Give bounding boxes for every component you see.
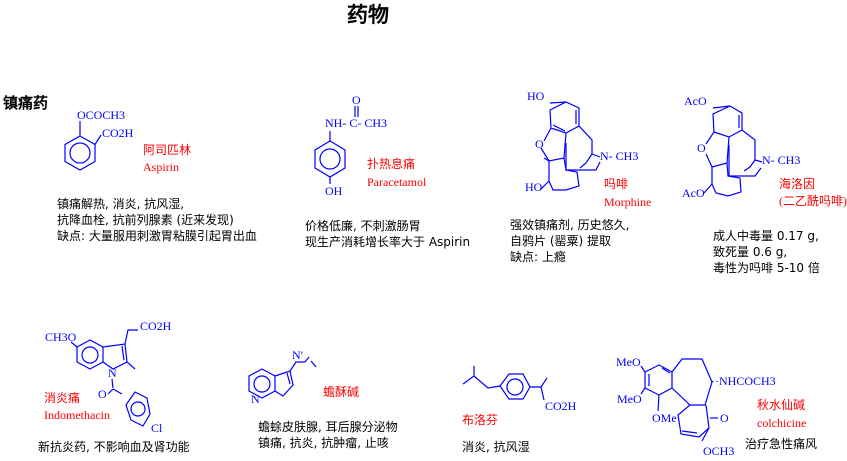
paracetamol-o-label: O (352, 93, 361, 107)
desc-line: 缺点: 大量服用刺激胃粘膜引起胃出血 (57, 229, 257, 243)
colchicine-amide-label: ··NHCOCH3 (711, 374, 776, 388)
indomethacin-structure (70, 329, 151, 427)
desc-line: 缺点: 上瘾 (510, 250, 566, 264)
desc-line: 致死量 0.6 g, (713, 245, 788, 259)
desc-line: 新抗炎药, 不影响血及肾功能 (38, 440, 190, 454)
aspirin-name-cn: 阿司匹林 (143, 143, 192, 157)
colchicine-meo2-label: MeO (617, 392, 642, 406)
aspirin-structure (64, 121, 102, 171)
heroin-aco-bottom-label: AcO (682, 186, 705, 200)
heroin-o-label: O (697, 141, 706, 155)
paracetamol-structure (314, 106, 359, 184)
indomethacin-n-label: N (108, 366, 117, 380)
colchicine-o-label: O (720, 411, 729, 425)
desc-line: 毒性为吗啡 5-10 倍 (713, 261, 820, 275)
paracetamol-description: 价格低廉, 不刺激肠胃 现生产消耗增长率大于 Aspirin (305, 218, 470, 250)
colchicine-och3-label: OCH3 (703, 444, 735, 458)
desc-line: 抗降血栓, 抗前列腺素 (近来发现) (57, 213, 234, 227)
aspirin-acid-label: CO2H (102, 126, 134, 140)
desc-line: 镇痛解热, 消炎, 抗风湿, (57, 197, 185, 211)
desc-line: 强效镇痛剂, 历史悠久, (510, 218, 630, 232)
morphine-ho-top-label: HO (527, 89, 545, 103)
colchicine-structure (640, 358, 718, 442)
indomethacin-name-en: Indomethacin (44, 408, 110, 422)
desc-line: 消炎, 抗风湿 (462, 440, 530, 454)
morphine-structure (539, 101, 601, 191)
morphine-n-label: N- CH3 (600, 149, 639, 163)
aspirin-description: 镇痛解热, 消炎, 抗风湿, 抗降血栓, 抗前列腺素 (近来发现) 缺点: 大量… (57, 196, 257, 244)
bufotenine-structure (248, 356, 317, 399)
heroin-n-label: N- CH3 (762, 153, 801, 167)
paracetamol-name-en: Paracetamol (367, 175, 427, 189)
bufotenine-ring-n-label: N (251, 392, 260, 406)
colchicine-description: 治疗急性痛风 (745, 436, 817, 452)
heroin-description: 成人中毒量 0.17 g, 致死量 0.6 g, 毒性为吗啡 5-10 倍 (713, 228, 820, 276)
colchicine-name-cn: 秋水仙碱 (757, 398, 806, 412)
heroin-name-cn: 海洛因 (779, 177, 816, 191)
morphine-name-en: Morphine (604, 195, 652, 209)
indomethacin-cl-label: Cl (151, 421, 163, 435)
heroin-name-alt: (二乙酰吗啡) (779, 194, 847, 208)
heroin-structure (703, 105, 763, 197)
paracetamol-oh-label: OH (325, 184, 343, 198)
colchicine-name-en: colchicine (757, 416, 807, 430)
desc-line: 自鸦片 (罂粟) 提取 (510, 234, 611, 248)
desc-line: 蟾蜍皮肤腺, 耳后腺分泌物 (258, 420, 398, 434)
morphine-description: 强效镇痛剂, 历史悠久, 自鸦片 (罂粟) 提取 缺点: 上瘾 (510, 217, 629, 265)
ibuprofen-name-cn: 布洛芬 (462, 413, 499, 427)
ibuprofen-description: 消炎, 抗风湿 (462, 439, 530, 455)
paracetamol-amide-label: NH- C- CH3 (325, 116, 387, 130)
bufotenine-description: 蟾蜍皮肤腺, 耳后腺分泌物 镇痛, 抗炎, 抗肿瘤, 止咳 (258, 419, 398, 451)
desc-line: 成人中毒量 0.17 g, (713, 229, 819, 243)
bufotenine-amine-label: N′ (292, 348, 304, 362)
paracetamol-name-cn: 扑热息痛 (367, 157, 416, 171)
aspirin-name-en: Aspirin (143, 160, 179, 174)
ibuprofen-acid-label: CO2H (545, 399, 577, 413)
morphine-name-cn: 吗啡 (604, 177, 629, 191)
heroin-aco-top-label: AcO (684, 94, 707, 108)
desc-line: 治疗急性痛风 (745, 437, 818, 451)
desc-line: 现生产消耗增长率大于 Aspirin (305, 235, 471, 249)
morphine-ho-bottom-label: HO (525, 180, 543, 194)
colchicine-meo1-label: MeO (616, 355, 641, 369)
indomethacin-acid-label: CO2H (140, 319, 172, 333)
section-heading: 镇痛药 (3, 94, 49, 112)
desc-line: 镇痛, 抗炎, 抗肿瘤, 止咳 (258, 436, 389, 450)
morphine-o-label: O (535, 137, 544, 151)
desc-line: 价格低廉, 不刺激肠胃 (305, 219, 421, 233)
indomethacin-description: 新抗炎药, 不影响血及肾功能 (38, 439, 190, 455)
indomethacin-o-label: O (98, 387, 107, 401)
aspirin-ester-label: OCOCH3 (77, 108, 126, 122)
ibuprofen-structure (462, 366, 548, 401)
page-title: 药物 (347, 3, 389, 27)
colchicine-ome-label: OMe (652, 411, 677, 425)
indomethacin-methoxy-label: CH3O (45, 330, 77, 344)
indomethacin-name-cn: 消炎痛 (44, 391, 81, 405)
bufotenine-name-cn: 蟾酥碱 (323, 385, 360, 399)
